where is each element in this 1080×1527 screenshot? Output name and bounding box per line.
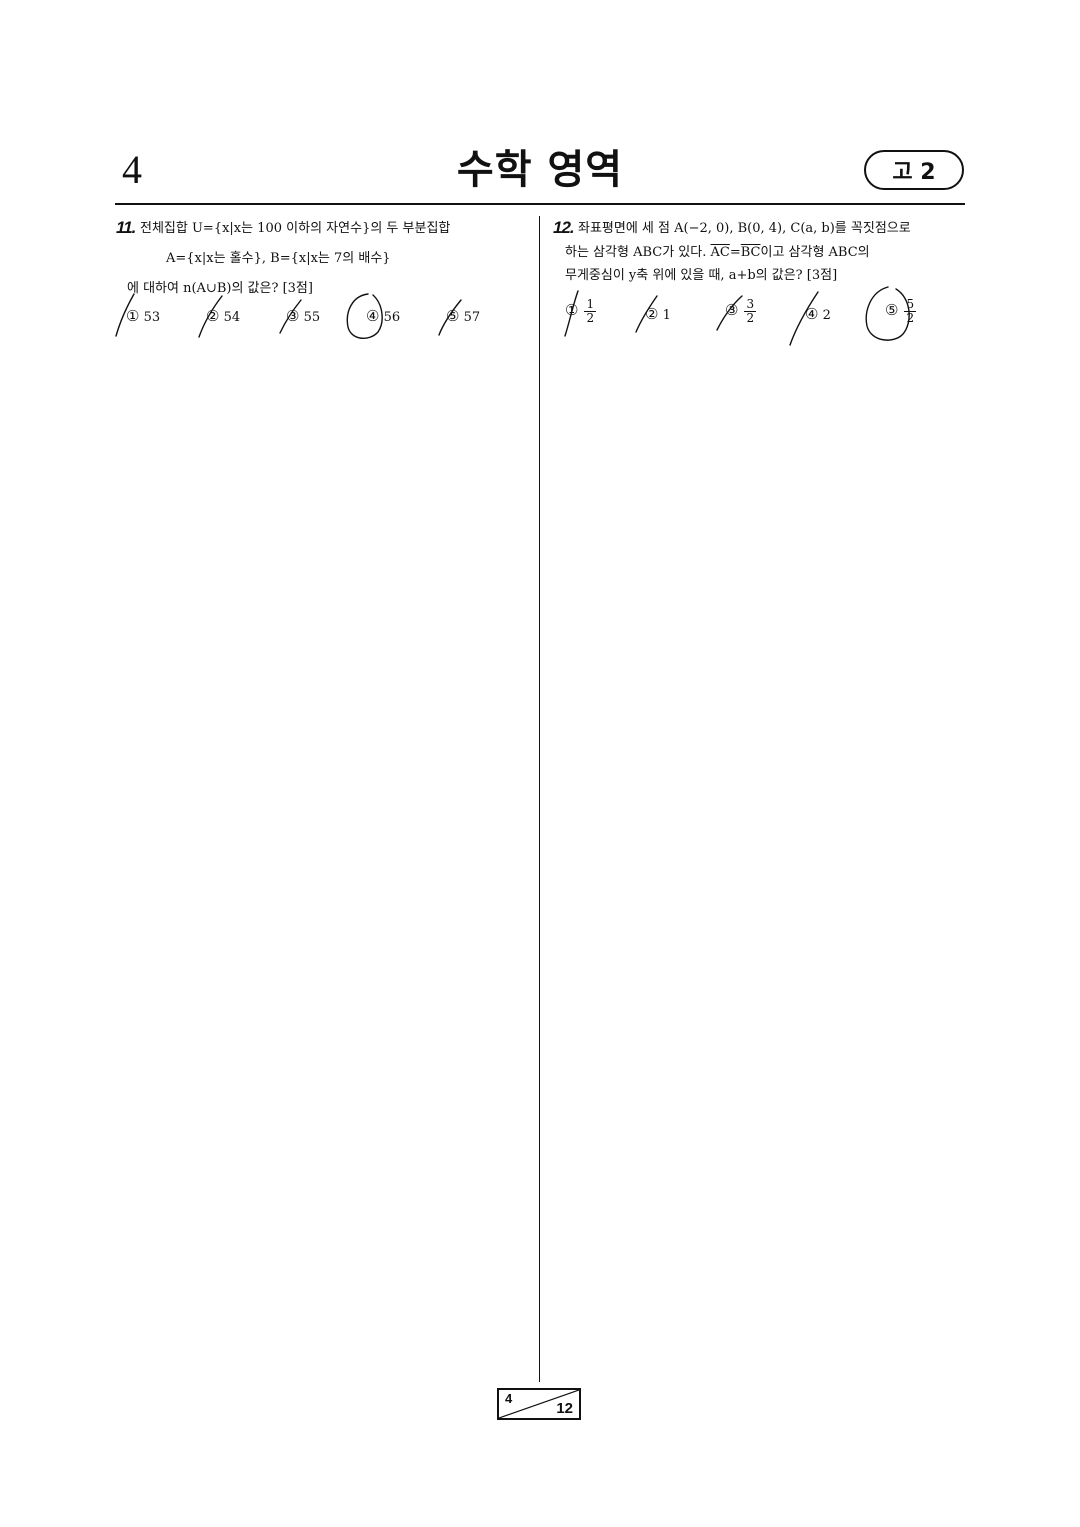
choice-marker: ⑤ <box>885 301 899 319</box>
choice-value: 53 <box>143 310 161 325</box>
q12-choice-2[interactable]: ② 1 <box>645 306 671 324</box>
question-12-number: 12. <box>553 218 575 237</box>
question-11-line-3: 에 대하여 n(A∪B)의 값은? [3점] <box>127 281 313 296</box>
segment-bc: BC <box>740 245 761 260</box>
choice-marker: ① <box>126 307 140 325</box>
choice-value: 1 <box>662 308 671 323</box>
q11-choice-3[interactable]: ③ 55 <box>286 308 320 326</box>
choice-value: 54 <box>223 310 241 325</box>
choice-value: 55 <box>303 310 321 325</box>
question-12-line-2-text: 하는 삼각형 ABC가 있다. AC=BC이고 삼각형 ABC의 <box>565 245 870 260</box>
question-12-line-3: 무게중심이 y축 위에 있을 때, a+b의 값은? [3점] <box>565 268 838 283</box>
footer-total-pages: 12 <box>556 1400 573 1417</box>
choice-value: 57 <box>463 310 481 325</box>
question-11-line-2: A={x|x는 홀수}, B={x|x는 7의 배수} <box>166 251 391 266</box>
fraction-numerator: 3 <box>744 297 757 312</box>
choice-marker: ③ <box>725 301 739 319</box>
page-number: 4 <box>122 147 142 192</box>
grade-badge: 고 2 <box>864 150 964 190</box>
grade-label: 고 2 <box>892 160 936 185</box>
footer-current-page: 4 <box>505 1391 513 1406</box>
fraction-denominator: 2 <box>746 311 755 325</box>
choice-marker: ④ <box>805 305 819 323</box>
header-rule <box>115 203 965 205</box>
choice-value: 56 <box>383 310 401 325</box>
fraction-denominator: 2 <box>906 311 915 325</box>
q11-choice-2[interactable]: ② 54 <box>206 308 240 326</box>
column-divider <box>539 216 540 1382</box>
subject-title: 수학 영역 <box>456 147 624 193</box>
question-11-number: 11. <box>116 218 136 237</box>
question-12-line-1: 좌표평면에 세 점 A(−2, 0), B(0, 4), C(a, b)를 꼭짓… <box>578 221 911 236</box>
question-12-line-2: 하는 삼각형 ABC가 있다. AC=BC이고 삼각형 ABC의 <box>565 245 870 261</box>
q11-choice-1[interactable]: ① 53 <box>126 308 160 326</box>
q11-choice-4[interactable]: ④ 56 <box>366 308 400 326</box>
footer-page-box: 4 12 <box>497 1388 581 1420</box>
choice-marker: ⑤ <box>446 307 460 325</box>
choice-marker: ④ <box>366 307 380 325</box>
footer-diagonal <box>499 1390 579 1418</box>
fraction-denominator: 2 <box>586 311 595 325</box>
choice-marker: ③ <box>286 307 300 325</box>
question-11-line-1: 전체집합 U={x|x는 100 이하의 자연수}의 두 부분집합 <box>140 221 451 236</box>
fraction-numerator: 1 <box>584 297 597 312</box>
choice-value: 2 <box>822 308 831 323</box>
choice-marker: ② <box>645 305 659 323</box>
q12-choice-4[interactable]: ④ 2 <box>805 306 831 324</box>
fraction-numerator: 5 <box>904 297 917 312</box>
segment-ac: AC <box>710 245 730 260</box>
choice-marker: ② <box>206 307 220 325</box>
q11-choice-5[interactable]: ⑤ 57 <box>446 308 480 326</box>
choice-marker: ① <box>565 301 579 319</box>
